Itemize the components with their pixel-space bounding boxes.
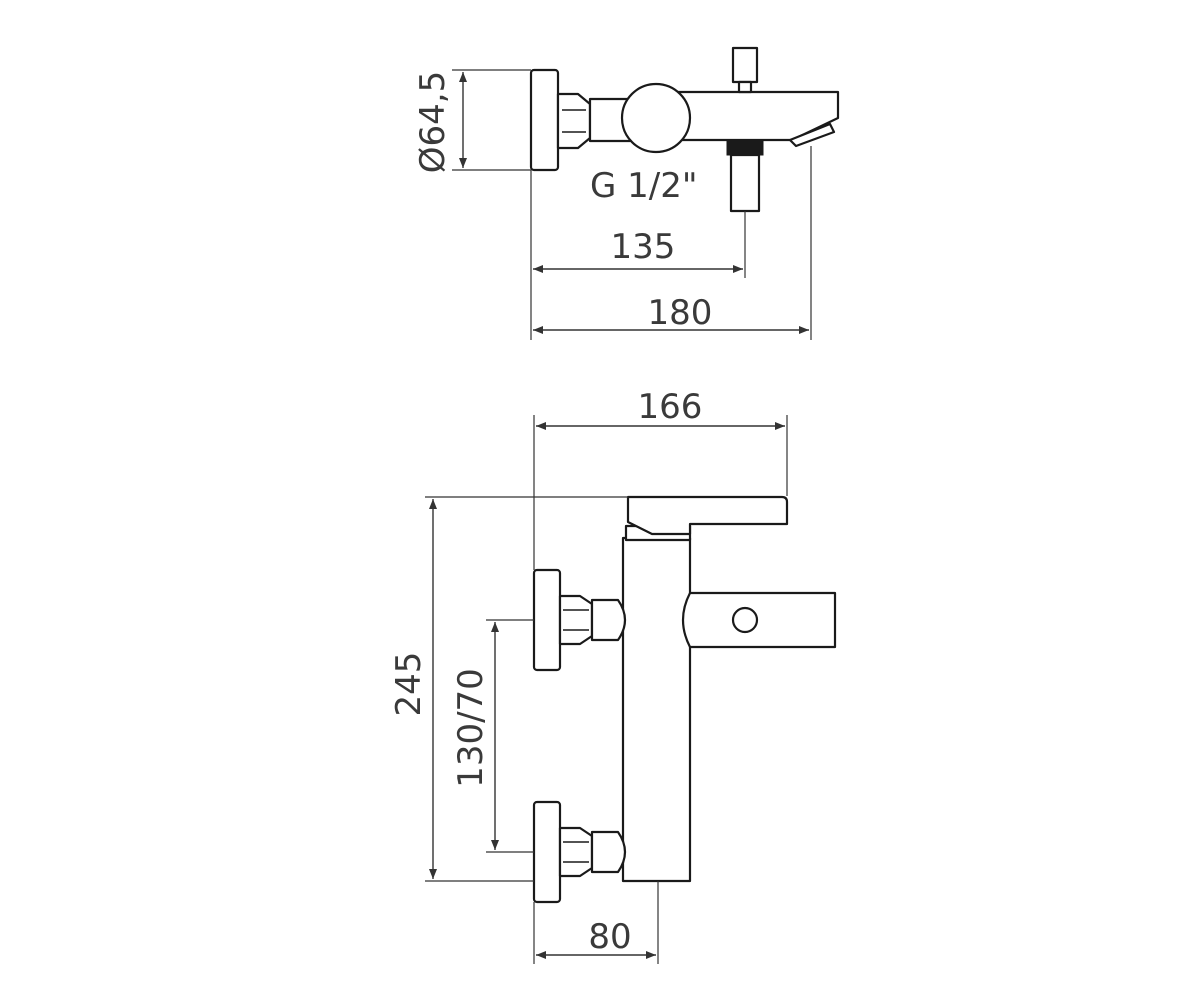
upper-flange — [532, 568, 562, 672]
front-view: 166 245 130/70 8 — [389, 387, 837, 964]
mixer-cylinder — [620, 82, 692, 154]
diverter-stem — [737, 80, 753, 94]
front-spout — [681, 591, 837, 649]
dimension-166: 166 — [638, 387, 703, 427]
wall-flange — [529, 68, 560, 172]
diverter-knob — [731, 46, 759, 84]
shower-outlet — [729, 153, 761, 213]
spout-tip — [788, 122, 836, 148]
lower-flange — [532, 800, 562, 904]
diverter-button — [731, 606, 759, 634]
top-view: Ø64,5 G 1/2" 135 180 — [413, 46, 840, 340]
upper-pipe — [590, 598, 627, 642]
dimension-80: 80 — [588, 917, 631, 957]
mixer-body — [621, 536, 692, 883]
dimension-inlet-spacing: 130/70 — [451, 668, 491, 788]
dimension-180: 180 — [648, 293, 713, 333]
lower-nut — [558, 826, 594, 878]
upper-nut — [558, 594, 594, 646]
thread-label: G 1/2" — [590, 166, 698, 206]
dimension-245: 245 — [389, 652, 429, 717]
lever-handle — [626, 495, 789, 536]
lower-pipe — [590, 830, 627, 874]
diameter-label: Ø64,5 — [413, 71, 453, 173]
shower-outlet-thread — [726, 140, 764, 156]
dimension-135: 135 — [611, 227, 676, 267]
hex-nut — [556, 92, 592, 150]
